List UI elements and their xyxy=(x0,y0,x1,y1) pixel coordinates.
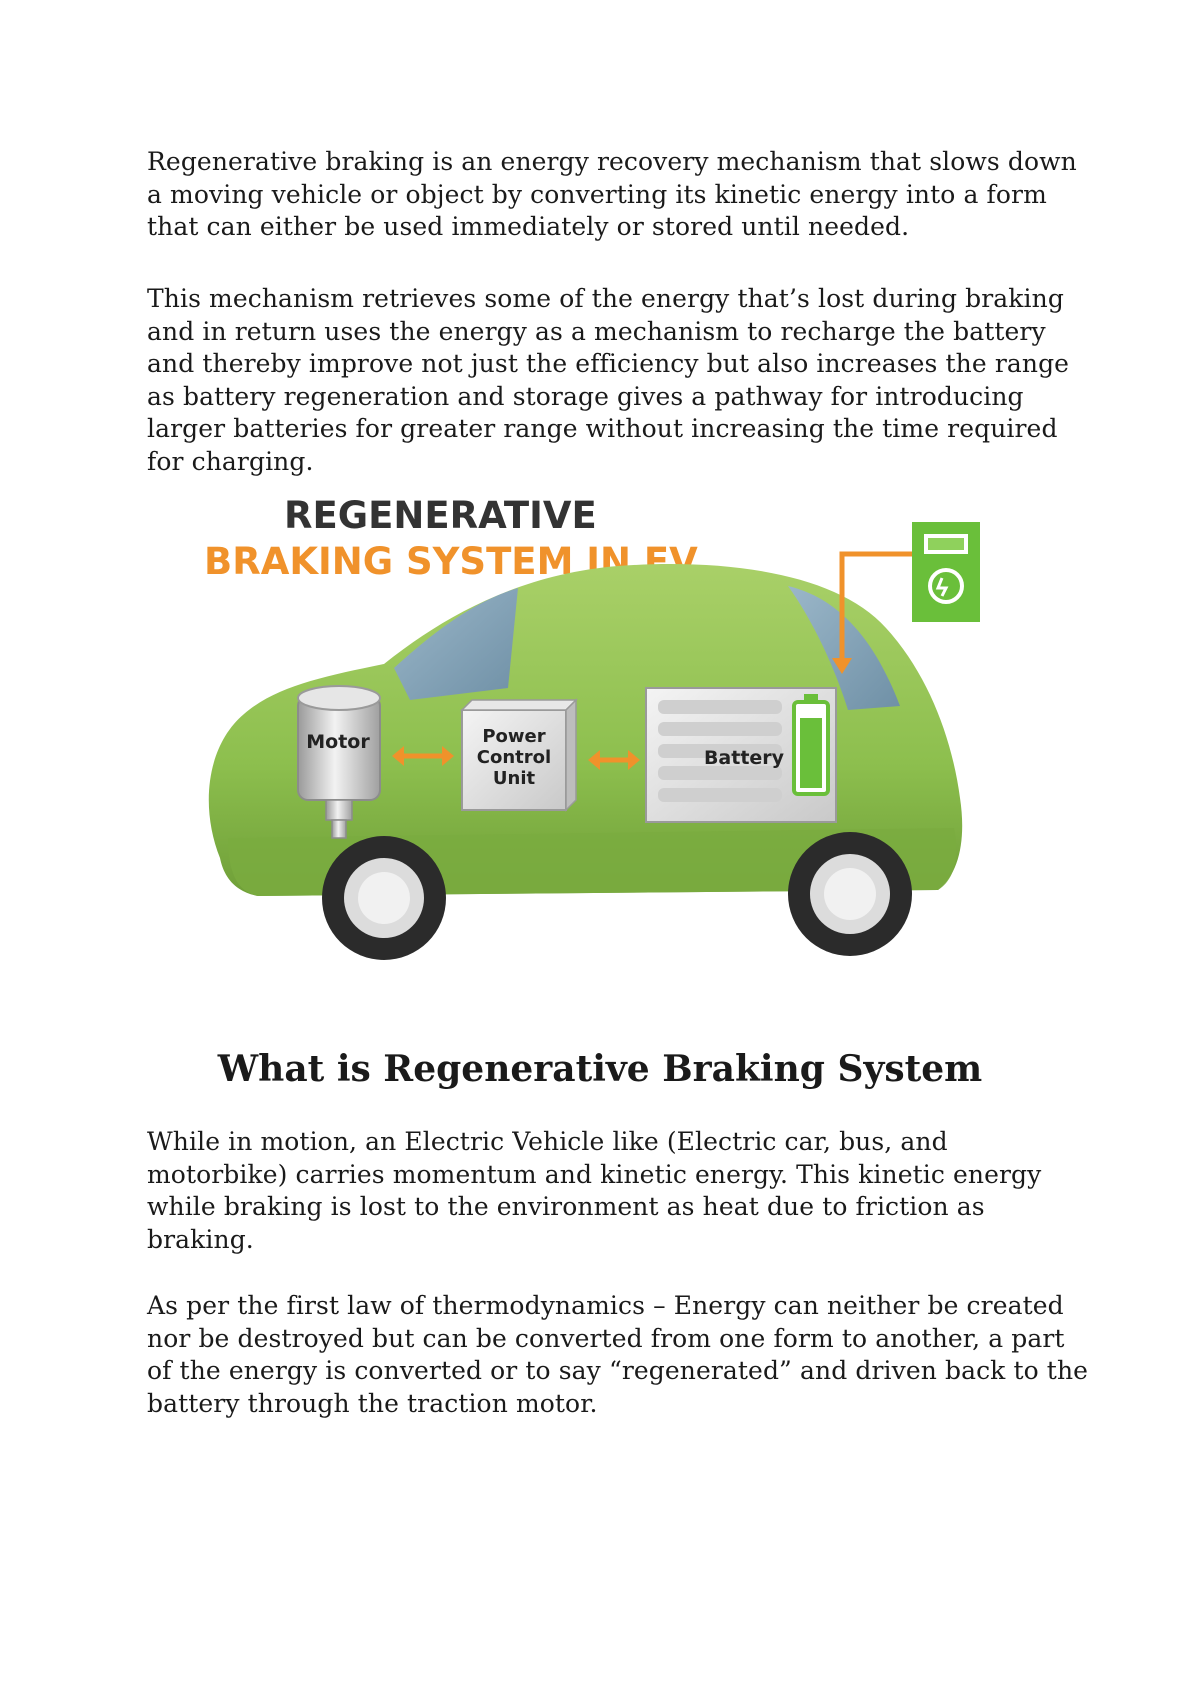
motor-component xyxy=(297,685,381,839)
battery-level-icon xyxy=(792,694,830,796)
battery-label: Battery xyxy=(704,747,785,769)
power-control-unit xyxy=(460,698,578,812)
text-line: Regenerative braking is an energy recove… xyxy=(147,147,1077,176)
text-line: and thereby improve not just the efficie… xyxy=(147,349,1070,378)
text-line: as battery regeneration and storage give… xyxy=(147,381,1024,411)
rear-wheel xyxy=(322,836,446,960)
pcu-battery-arrow xyxy=(588,750,640,770)
text-line: braking. xyxy=(147,1224,254,1254)
text-line: and in return uses the energy as a mecha… xyxy=(147,316,1046,346)
pcu-label-line3: Unit xyxy=(493,768,536,789)
text-line: of the energy is converted or to say “re… xyxy=(147,1356,1089,1385)
intro-paragraph-1: Regenerative braking is an energy recove… xyxy=(147,146,1077,244)
text-line: a moving vehicle or object by converting… xyxy=(147,179,1047,209)
text-line: While in motion, an Electric Vehicle lik… xyxy=(147,1127,948,1156)
charging-cable xyxy=(839,551,912,664)
motor-label: Motor xyxy=(306,731,370,753)
body-paragraph-1: While in motion, an Electric Vehicle lik… xyxy=(147,1126,1067,1256)
regenerative-braking-illustration: REGENERATIVE BRAKING SYSTEM IN EV xyxy=(148,478,1058,990)
text-line: motorbike) carries momentum and kinetic … xyxy=(147,1159,1042,1189)
text-line: battery through the traction motor. xyxy=(147,1388,598,1418)
text-line: that can either be used immediately or s… xyxy=(147,212,910,241)
pcu-label-line2: Control xyxy=(477,747,551,768)
charging-station xyxy=(912,522,980,622)
text-line: As per the first law of thermodynamics –… xyxy=(147,1291,1064,1320)
motor-pcu-arrow xyxy=(392,746,454,766)
body-paragraph-2: As per the first law of thermodynamics –… xyxy=(147,1290,1089,1420)
cable-arrow-head xyxy=(832,658,852,674)
text-line: nor be destroyed but can be converted fr… xyxy=(147,1323,1065,1353)
text-line: for charging. xyxy=(147,446,314,476)
battery-pack xyxy=(645,687,837,823)
intro-paragraph-2: This mechanism retrieves some of the ene… xyxy=(147,283,1070,478)
section-heading: What is Regenerative Braking System xyxy=(217,1048,983,1090)
figure-title-line1: REGENERATIVE xyxy=(284,494,597,537)
text-line: larger batteries for greater range witho… xyxy=(147,414,1058,443)
text-line: while braking is lost to the environment… xyxy=(147,1192,985,1221)
car-window-rear xyxy=(394,588,518,700)
pcu-label-line1: Power xyxy=(482,726,545,747)
text-line: This mechanism retrieves some of the ene… xyxy=(147,284,1064,313)
front-wheel xyxy=(788,832,912,956)
